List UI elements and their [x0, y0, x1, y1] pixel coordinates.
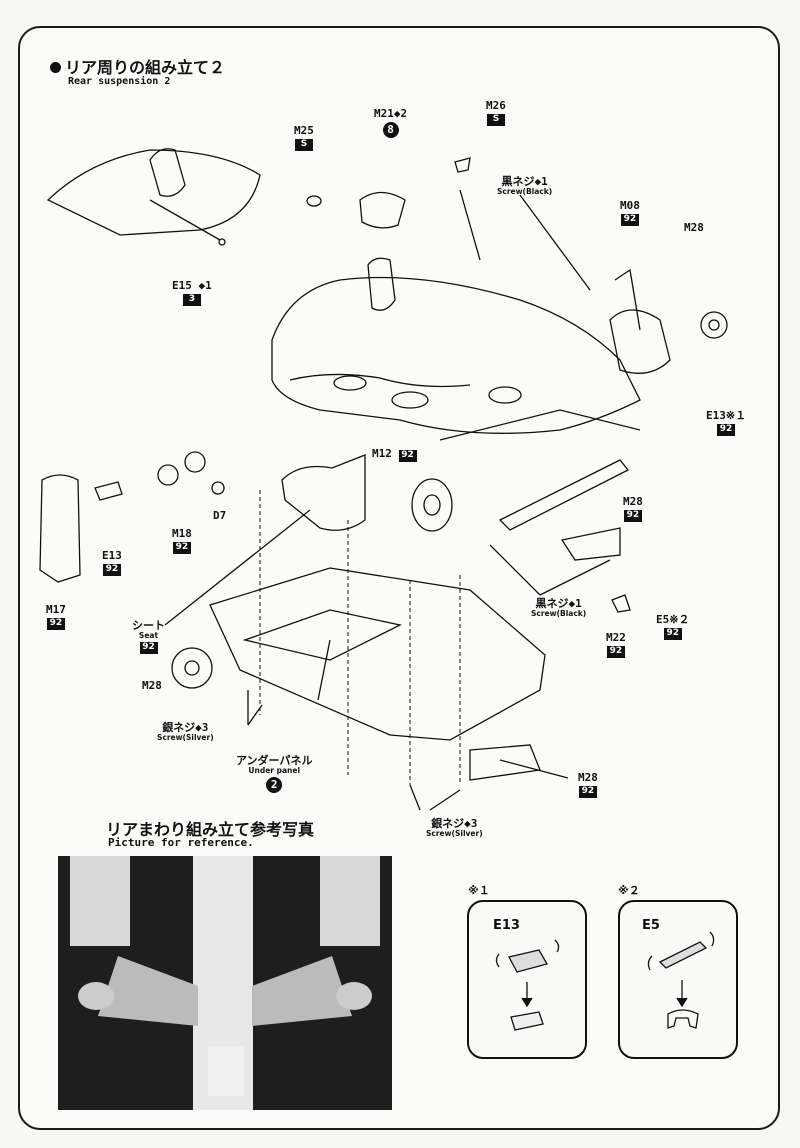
m21-part: [359, 191, 406, 229]
m18-hub: [157, 464, 179, 486]
under-panel-cutout: [242, 609, 402, 661]
engine-cover-mount: [367, 257, 396, 311]
inset-pin-line: [149, 199, 221, 241]
label-d7: D7: [213, 509, 227, 522]
m18-disc: [184, 451, 206, 473]
seat-part: [281, 454, 366, 531]
note-2-box: E5: [618, 900, 738, 1059]
chassis-port-right: [488, 386, 522, 404]
m08-arm: [614, 268, 641, 331]
reference-title: リアまわり組み立て参考写真: [106, 820, 315, 839]
note-1-diagram: [495, 939, 560, 1031]
note-2-part: E5: [642, 918, 660, 933]
screw-leader-bottom: [489, 544, 611, 596]
note-2-mark: ※２: [618, 884, 640, 897]
screw-leader-top: [459, 189, 591, 291]
m28-hub-top: [700, 311, 728, 339]
e13-bracket: [94, 481, 123, 501]
inset-chassis: [46, 149, 261, 236]
bullet-icon: [50, 62, 61, 73]
inset-pin: [218, 238, 226, 246]
e5-part: [611, 594, 631, 613]
note-1-mark: ※１: [468, 884, 490, 897]
reference-subtitle: Picture for reference.: [108, 836, 254, 849]
m28-plate: [469, 744, 541, 781]
d7-part: [211, 481, 225, 495]
m12-hub: [411, 478, 453, 532]
m25-part: [306, 195, 322, 207]
chassis-body: [271, 276, 641, 434]
chassis-port-mid: [391, 391, 429, 409]
note-1-box: E13: [467, 900, 587, 1059]
m28-hub-left: [171, 647, 213, 689]
m26-part: [454, 157, 471, 173]
upper-arm: [439, 409, 641, 441]
section-title: リア周りの組み立て２: [50, 54, 225, 78]
panel-leader: [317, 639, 331, 701]
section-subtitle: Rear suspension 2: [68, 76, 171, 87]
plate-leader: [499, 759, 569, 779]
note-1-part: E13: [493, 918, 520, 933]
label-m28-top: M28: [684, 221, 704, 234]
note-2-diagram: [647, 931, 715, 1029]
label-m28-left: M28: [142, 679, 162, 692]
m17-upright: [39, 474, 81, 583]
chassis-crease: [289, 373, 471, 388]
m28-arm: [498, 459, 630, 531]
m22-part: [560, 527, 621, 561]
reference-photo-art: [58, 856, 392, 1110]
inset-mount: [149, 148, 186, 197]
chassis-port-left: [333, 375, 367, 391]
m08-housing: [609, 309, 671, 374]
label-m12: M12 92: [372, 447, 417, 462]
reference-photo: [58, 856, 392, 1110]
screw-leader-bottom2: [409, 784, 461, 811]
under-panel: [209, 567, 546, 741]
seat-leader: [164, 509, 311, 626]
